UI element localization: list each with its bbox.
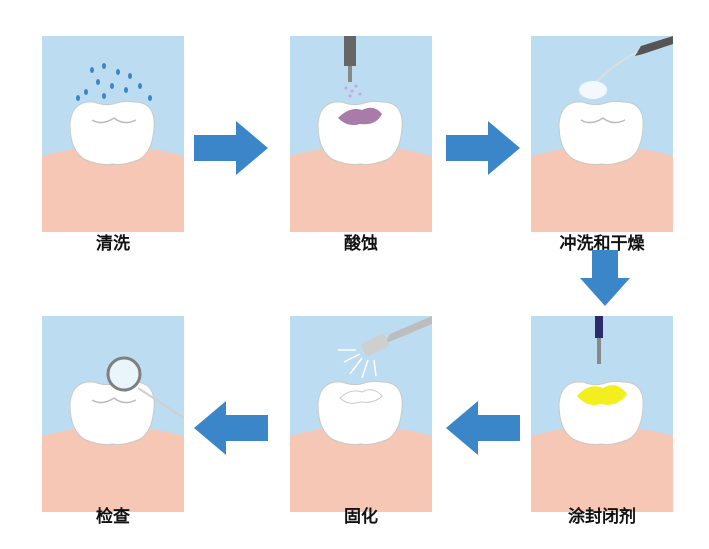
step-panel-cure: [290, 316, 432, 512]
sealant-area: [577, 385, 627, 405]
arrow-right-icon: [194, 121, 268, 175]
step-label-5: 固化: [344, 507, 378, 527]
arrow-down-icon: [580, 250, 630, 306]
tooth: [69, 100, 155, 165]
step-label-3: 冲洗和干燥: [559, 234, 645, 254]
arrow-left-icon: [194, 401, 268, 455]
step-panel-rinse-dry: [531, 36, 673, 232]
dental-mirror-icon: [106, 356, 184, 419]
step-label-6: 检查: [96, 507, 130, 527]
arrow-left-icon: [446, 401, 520, 455]
step-panel-sealant: [531, 316, 673, 512]
acid-applicator-icon: [344, 36, 362, 98]
arrow-right-icon: [446, 121, 520, 175]
step-panel-inspect: [42, 316, 184, 512]
etch-area: [338, 107, 382, 126]
step-label-4: 涂封闭剂: [568, 507, 636, 527]
air-water-syringe-icon: [579, 36, 673, 99]
step-panel-clean: [42, 36, 184, 232]
sealant-applicator-icon: [595, 316, 603, 364]
step-label-1: 清洗: [96, 234, 130, 254]
curing-light-icon: [338, 316, 432, 379]
water-drops-icon: [76, 63, 152, 101]
step-label-2: 酸蚀: [344, 234, 378, 254]
step-panel-etch: [290, 36, 432, 232]
